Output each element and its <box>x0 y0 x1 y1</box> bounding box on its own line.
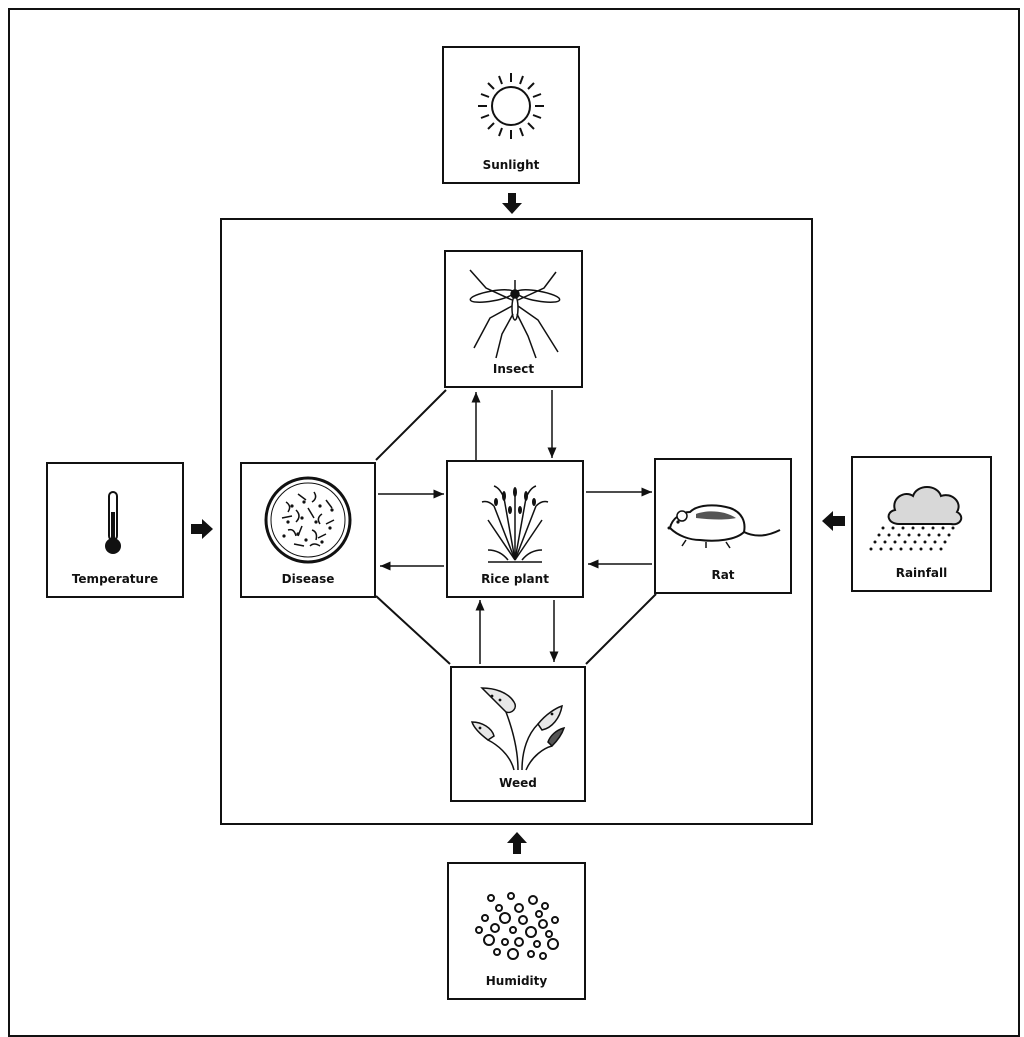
temperature-box: Temperature <box>46 462 184 598</box>
rice-plant-label: Rice plant <box>448 572 582 586</box>
rat-label: Rat <box>656 568 790 582</box>
sunlight-arrow <box>502 193 522 214</box>
rat-box: Rat <box>654 458 792 594</box>
disease-weed-link <box>376 596 450 664</box>
rat-weed-link <box>586 594 656 664</box>
humidity-box: Humidity <box>447 862 586 1000</box>
humidity-arrow <box>507 832 527 854</box>
sunlight-label: Sunlight <box>444 158 578 172</box>
temperature-label: Temperature <box>48 572 182 586</box>
insect-box: Insect <box>444 250 583 388</box>
temperature-arrow <box>191 519 213 539</box>
insect-label: Insect <box>446 362 581 376</box>
sunlight-box: Sunlight <box>442 46 580 184</box>
humidity-label: Humidity <box>449 974 584 988</box>
rice-plant-box: Rice plant <box>446 460 584 598</box>
rainfall-box: Rainfall <box>851 456 992 592</box>
weed-label: Weed <box>452 776 584 790</box>
rainfall-label: Rainfall <box>853 566 990 580</box>
weed-box: Weed <box>450 666 586 802</box>
insect-disease-link <box>376 390 446 460</box>
disease-box: Disease <box>240 462 376 598</box>
disease-label: Disease <box>242 572 374 586</box>
rainfall-arrow <box>822 511 845 531</box>
